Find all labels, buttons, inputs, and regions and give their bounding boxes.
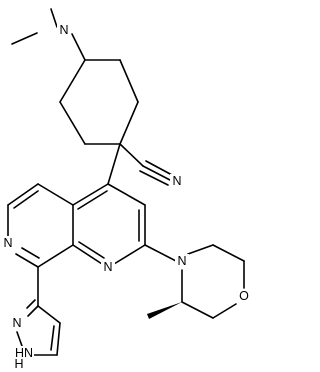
- pyrazole-nitrogen-label: N: [12, 316, 21, 330]
- morpholine-nitrogen-label: N: [177, 254, 186, 268]
- bond: [139, 170, 169, 186]
- bond: [21, 247, 40, 259]
- bond-layer: [7, 8, 245, 356]
- bond: [144, 244, 177, 262]
- bond: [71, 33, 86, 61]
- pyrazole-nh-label: HN: [15, 346, 33, 360]
- amine-nitrogen-label: N: [59, 23, 68, 37]
- bond: [37, 305, 61, 324]
- bond: [11, 32, 38, 45]
- atom-label-layer: N N N N N O N HN H: [1, 23, 251, 371]
- stereo-wedge-bond: [147, 302, 182, 319]
- bond: [50, 8, 58, 28]
- bond: [107, 143, 121, 185]
- bond: [59, 59, 86, 103]
- bond: [37, 244, 74, 268]
- bond: [13, 190, 39, 209]
- bond: [78, 241, 105, 259]
- nitrile-nitrogen-label: N: [172, 174, 181, 188]
- naphthyridine-nitrogen-label: N: [103, 260, 112, 274]
- bond: [77, 190, 108, 210]
- bond: [212, 303, 237, 319]
- bond: [72, 183, 109, 206]
- bond: [50, 325, 55, 351]
- bond: [26, 299, 36, 309]
- bond: [72, 244, 103, 265]
- bond: [7, 183, 39, 206]
- bond: [181, 301, 214, 319]
- pyrazole-h-label: H: [14, 357, 23, 371]
- bond: [59, 101, 86, 145]
- molecule-structure: N N N N N O N HN H: [1, 8, 251, 371]
- bond: [107, 183, 146, 206]
- bond: [15, 253, 39, 268]
- bond: [37, 183, 74, 206]
- bond: [212, 244, 245, 262]
- morpholine-oxygen-label: O: [239, 289, 249, 303]
- bond: [119, 59, 139, 103]
- bond: [145, 160, 173, 176]
- bond: [142, 165, 171, 181]
- bond: [119, 143, 144, 167]
- bond: [27, 305, 39, 317]
- bond: [113, 244, 146, 265]
- bond: [187, 244, 214, 255]
- bond: [56, 322, 61, 356]
- bond: [119, 101, 139, 145]
- pyridine-nitrogen-label: N: [3, 236, 12, 250]
- bond: [16, 331, 23, 347]
